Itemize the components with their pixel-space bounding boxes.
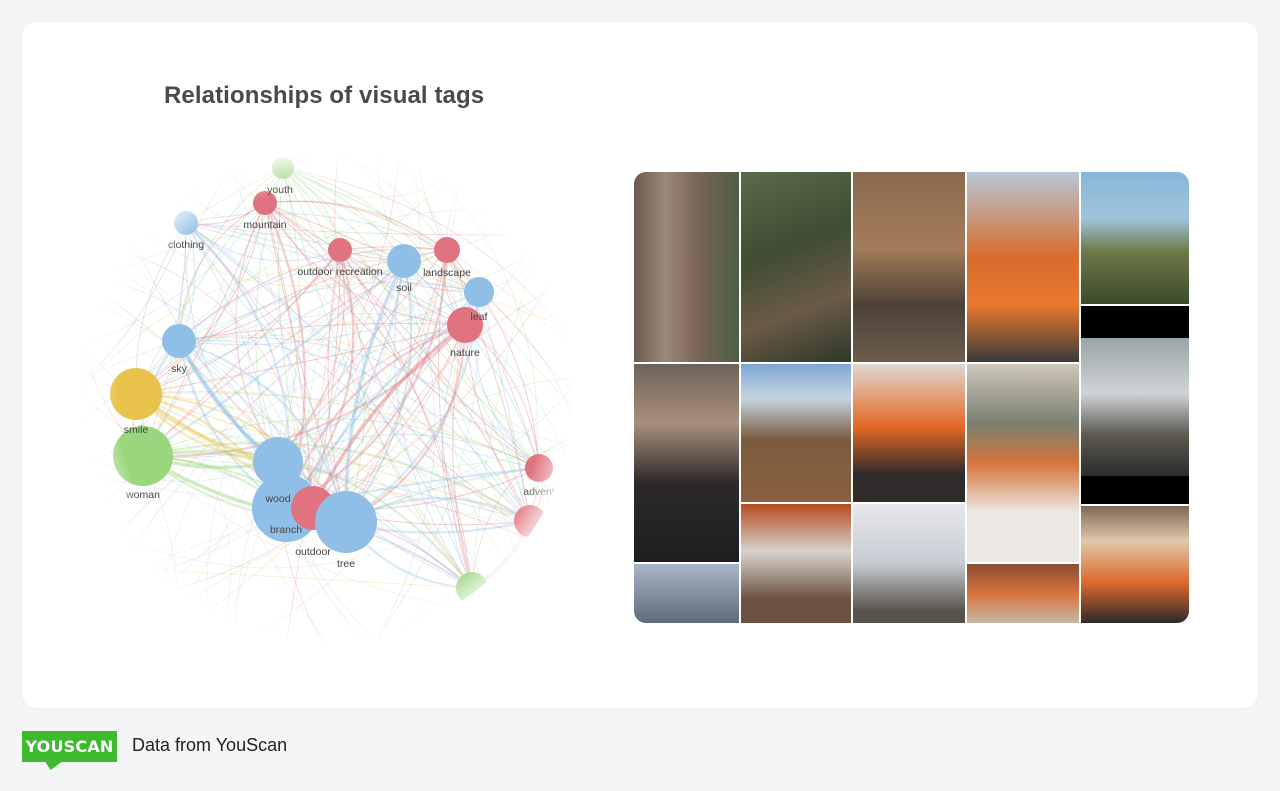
photo-tile	[1081, 506, 1189, 623]
graph-edge	[529, 520, 573, 556]
photo-tile	[741, 172, 851, 362]
photo-tile	[1081, 476, 1189, 504]
graph-canvas: youthmountainclothingoutdoor recreations…	[81, 150, 573, 641]
photo-tile	[967, 364, 1079, 562]
photo-tile	[634, 172, 739, 362]
photo-tile	[634, 364, 739, 562]
photo-tile	[853, 504, 965, 623]
photo-tile	[1081, 306, 1189, 338]
photo-tile	[1081, 172, 1189, 304]
youscan-logo: YOUSCAN	[22, 731, 117, 762]
photo-tile	[967, 564, 1079, 623]
photo-tile	[741, 504, 851, 623]
footer-source-text: Data from YouScan	[132, 735, 288, 755]
tag-network-graph: youthmountainclothingoutdoor recreations…	[80, 150, 580, 650]
photo-tile	[853, 172, 965, 362]
photo-tile	[853, 364, 965, 502]
photo-tile	[741, 364, 851, 502]
photo-tile	[1081, 338, 1189, 476]
photo-collage	[634, 172, 1189, 623]
photo-tile	[634, 564, 739, 623]
page-title: Relationships of visual tags	[164, 82, 485, 109]
photo-tile	[967, 172, 1079, 362]
